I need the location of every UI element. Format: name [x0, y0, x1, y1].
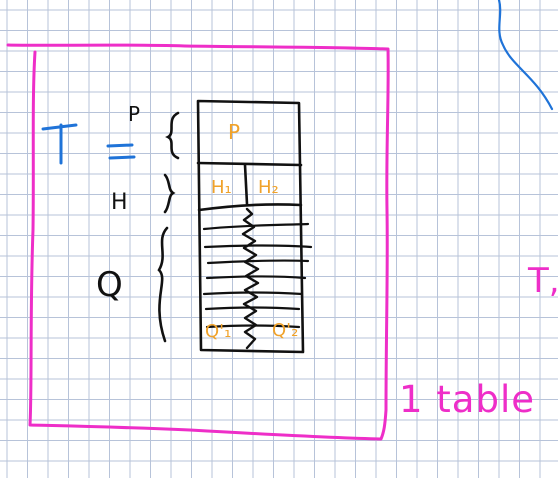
- q1-cell-label: Q'₁: [205, 321, 231, 342]
- pink-frame: [6, 43, 390, 441]
- q-row-5: [202, 291, 304, 296]
- blue-curve: [497, 0, 554, 111]
- q-row-6: [204, 306, 301, 311]
- brace-h: [163, 173, 176, 214]
- q-row-1: [202, 222, 310, 231]
- h-column-divider: [243, 163, 249, 206]
- p-small-label: P: [128, 102, 140, 126]
- h2-cell-label: H₂: [258, 177, 279, 198]
- p-row-divider: [196, 161, 303, 167]
- t-letter: [41, 123, 78, 165]
- equation-left: T = P H Q: [41, 102, 180, 343]
- q-row-2: [203, 244, 313, 249]
- h-small-label: H: [111, 190, 128, 215]
- zigzag-divider: [241, 207, 260, 350]
- brace-q: [157, 226, 169, 343]
- count-label: 1 table: [399, 378, 535, 421]
- q-row-4: [205, 275, 307, 280]
- table-diagram: P H₁ H₂ Q'₁ Q'₂: [196, 99, 313, 354]
- right-t-label: T,: [527, 261, 558, 301]
- right-side-notes: T, 1 table: [399, 261, 558, 421]
- table-outline: [196, 99, 305, 354]
- p-cell-label: P: [228, 120, 240, 144]
- brace-p: [165, 111, 180, 160]
- equals-sign: [106, 143, 136, 160]
- q-big-label: Q: [96, 265, 123, 305]
- q2-cell-label: Q'₂: [272, 320, 298, 341]
- h1-cell-label: H₁: [211, 177, 232, 198]
- q-row-3: [206, 259, 310, 265]
